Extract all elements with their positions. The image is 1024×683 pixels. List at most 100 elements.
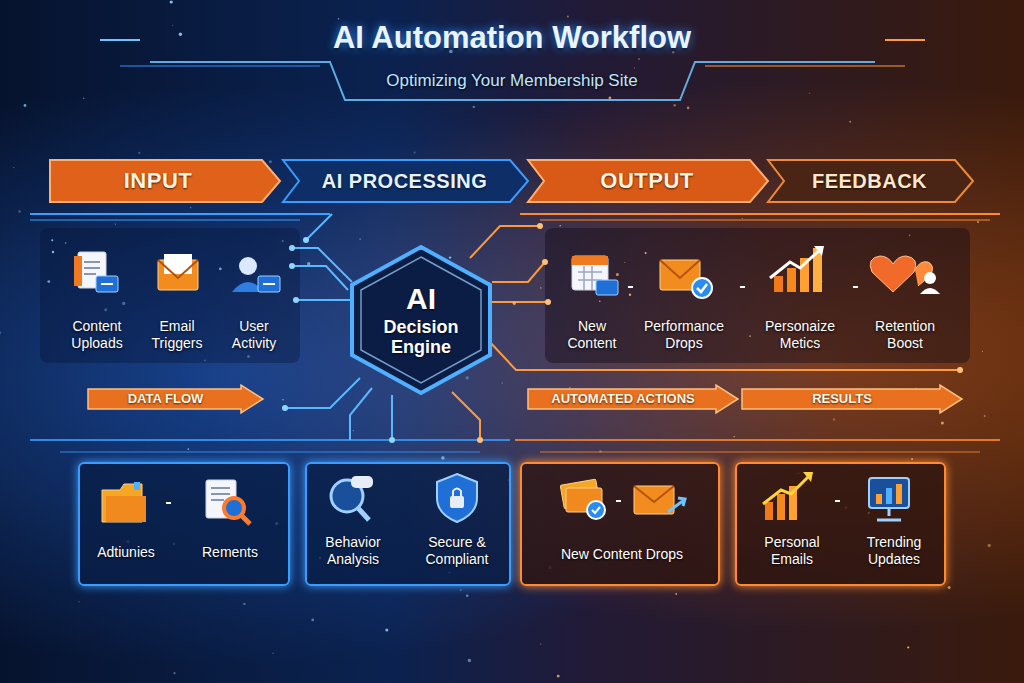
decor-stroke <box>540 643 541 644</box>
decor-stroke <box>30 219 300 221</box>
stage-banner: FEEDBACK <box>768 160 973 202</box>
decor-stroke <box>52 251 54 253</box>
panel-text: Personal Emails <box>746 534 838 568</box>
decor-stroke <box>353 430 354 431</box>
decor-stroke <box>115 223 116 224</box>
decor-stroke <box>414 151 416 153</box>
separator-dash <box>740 286 745 288</box>
decor-stroke <box>263 283 275 285</box>
decor-stroke <box>303 237 309 243</box>
decor-stroke <box>896 484 902 504</box>
flow-arrow: RESULTS <box>742 385 962 413</box>
feature-panel: AdtiuniesRements <box>78 462 290 586</box>
decor-stroke <box>306 214 332 240</box>
decor-stroke <box>673 104 676 107</box>
decor-stroke <box>982 351 983 352</box>
item-label: Personaize Metics <box>754 318 846 352</box>
decor-stroke <box>777 494 785 520</box>
decor-stroke <box>219 267 222 270</box>
decor-stroke <box>468 659 471 662</box>
decor-stroke <box>520 213 1000 215</box>
decor-stroke <box>957 367 963 373</box>
stage-banner: AI PROCESSING <box>283 160 528 202</box>
decor-stroke <box>352 247 490 393</box>
decor-stroke <box>941 421 944 424</box>
decor-stroke <box>774 276 783 292</box>
decor-stroke <box>515 439 1000 441</box>
decor-stroke <box>920 288 940 294</box>
decor-stroke <box>692 278 712 298</box>
decor-stroke <box>166 502 171 504</box>
decor-stroke <box>687 107 690 110</box>
decor-stroke <box>282 399 284 401</box>
decor-stroke <box>18 210 21 213</box>
decor-stroke <box>624 262 625 263</box>
decor-stroke <box>338 18 339 19</box>
decor-stroke <box>311 619 314 622</box>
decor-stroke <box>269 160 272 163</box>
decor-stroke <box>977 221 979 223</box>
decor-stroke <box>466 595 469 598</box>
engine-heading: AI <box>406 282 436 317</box>
decor-stroke <box>391 395 393 440</box>
decor-stroke <box>542 259 548 265</box>
decor-stroke <box>787 268 796 292</box>
decor-stroke <box>449 256 451 258</box>
decor-stroke <box>814 246 824 256</box>
banner-text: DATA FLOW <box>128 392 204 407</box>
decor-stroke <box>389 437 395 443</box>
stars <box>0 0 991 677</box>
decor-stroke <box>616 500 621 502</box>
decor-stroke <box>668 498 685 512</box>
panel-text: Behavior Analysis <box>310 534 396 568</box>
separator-dash <box>628 286 633 288</box>
decor-stroke <box>803 472 813 482</box>
decor-stroke <box>876 494 882 504</box>
decor-stroke <box>74 256 82 286</box>
decor-stroke <box>282 240 284 242</box>
decor-stroke <box>241 515 250 524</box>
decor-stroke <box>104 308 107 311</box>
decor-stroke <box>492 262 545 282</box>
decor-stroke <box>158 260 198 278</box>
decor-stroke <box>907 646 909 648</box>
decor-stroke <box>567 16 569 18</box>
decor-stroke <box>453 489 461 497</box>
decor-stroke <box>466 376 469 379</box>
decor-stroke <box>569 387 570 388</box>
box-icons <box>307 464 512 588</box>
icon-performance-drops <box>660 260 712 298</box>
feature-panel: New Content Drops <box>520 462 720 586</box>
decor-stroke <box>502 382 503 383</box>
decor-stroke <box>742 385 962 413</box>
decor-stroke <box>634 486 674 502</box>
decor-stroke <box>513 302 516 305</box>
decor-stroke <box>258 276 280 292</box>
decor-stroke <box>634 486 674 514</box>
decor-stroke <box>869 478 909 508</box>
decor-stroke <box>984 415 986 417</box>
decor-stroke <box>292 266 348 290</box>
banner-text: RESULTS <box>812 392 872 407</box>
decor-stroke <box>100 39 140 41</box>
decor-stroke <box>473 106 475 108</box>
decor-stroke <box>350 388 372 440</box>
flow-arrow: DATA FLOW <box>88 385 263 413</box>
decor-stroke <box>172 25 173 26</box>
decor-stroke <box>924 272 936 284</box>
decor-stroke <box>190 207 191 208</box>
decor-stroke <box>557 675 560 678</box>
decor-stroke <box>359 238 360 239</box>
decor-stroke <box>106 496 146 522</box>
decor-stroke <box>30 213 330 215</box>
icon-retention <box>870 256 940 294</box>
decor-stroke <box>437 474 477 522</box>
box-icons <box>737 464 947 588</box>
decor-stroke <box>83 97 85 99</box>
panel-text: Adtiunies <box>83 544 169 561</box>
decor-stroke <box>60 451 480 453</box>
separator-dash <box>853 286 858 288</box>
decor-stroke <box>616 273 619 276</box>
decor-stroke <box>572 256 608 265</box>
decor-stroke <box>770 248 822 278</box>
